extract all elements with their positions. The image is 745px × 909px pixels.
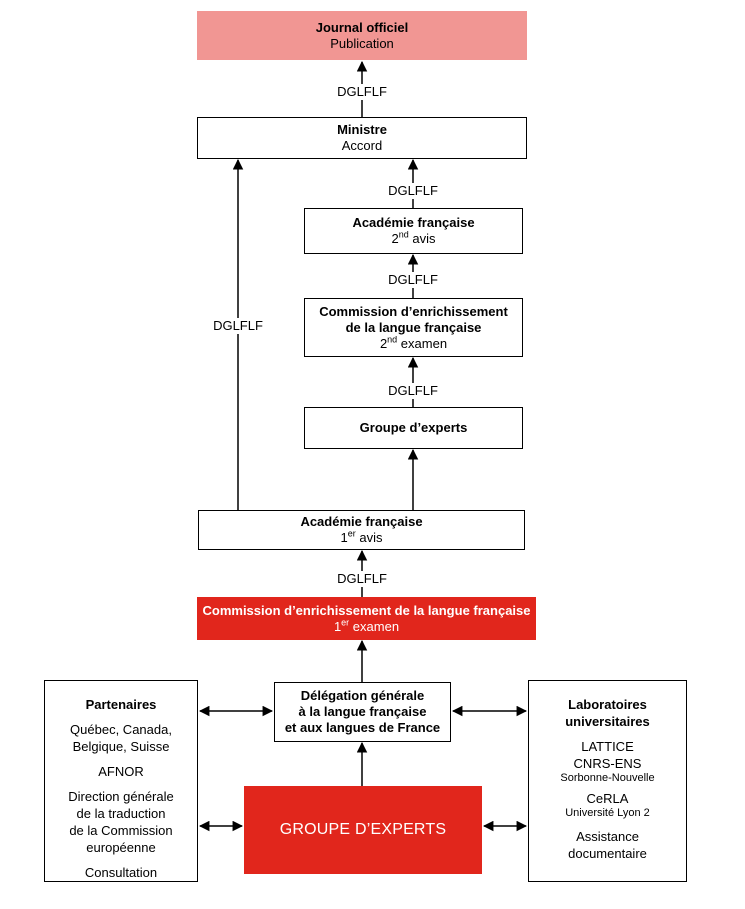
groupe-big-title: GROUPE D’EXPERTS [279,821,447,838]
partenaires-line: de la traduction [76,806,166,821]
commission1-sub: 1er examen [333,617,400,634]
label-dglflf: DGLFLF [212,318,264,334]
label-dglflf: DGLFLF [387,272,439,288]
delegation-line1: Délégation générale [300,688,425,703]
commission2-line2: de la langue française [345,319,482,335]
label-dglflf: DGLFLF [387,383,439,399]
partenaires-title: Partenaires [85,697,157,712]
label-dglflf: DGLFLF [336,571,388,587]
partenaires-box: Partenaires Québec, Canada, Belgique, Su… [44,680,198,882]
laboratoires-title: universitaires [565,714,650,729]
laboratoires-line: LATTICE [581,739,634,754]
laboratoires-title: Laboratoires [568,697,647,712]
laboratoires-line: Sorbonne-Nouvelle [560,772,655,784]
laboratoires-line: CeRLA [586,791,629,806]
delegation-line3: et aux langues de France [284,720,441,735]
laboratoires-box: Laboratoires universitaires LATTICE CNRS… [528,680,687,882]
commission1-title: Commission d’enrichissement de la langue… [202,602,531,618]
commission-1er-examen-box: Commission d’enrichissement de la langue… [197,597,536,640]
journal-title: Journal officiel [315,19,409,35]
ministre-sub: Accord [341,138,383,153]
academie2-title: Académie française [352,215,475,230]
laboratoires-line: documentaire [568,846,647,861]
partenaires-line: Consultation [84,865,158,880]
delegation-line2: à la langue française [298,704,427,719]
ministre-box: Ministre Accord [197,117,527,159]
ministre-title: Ministre [337,122,387,137]
academie1-title: Académie française [300,514,423,529]
partenaires-line: Direction générale [68,789,174,804]
academie-1er-avis-box: Académie française 1er avis [198,510,525,550]
academie2-sub: 2nd avis [391,229,436,246]
commission2-sub: 2nd examen [379,334,448,351]
partenaires-line: européenne [86,840,156,855]
commission2-line1: Commission d’enrichissement [319,303,508,319]
academie1-sub: 1er avis [340,528,383,545]
academie-2nd-avis-box: Académie française 2nd avis [304,208,523,254]
groupe-experts-box: Groupe d’experts [304,407,523,449]
label-dglflf: DGLFLF [336,84,388,100]
partenaires-line: Belgique, Suisse [72,739,170,754]
partenaires-line: Québec, Canada, [70,722,172,737]
laboratoires-line: Université Lyon 2 [565,807,650,819]
groupe-experts-main-box: GROUPE D’EXPERTS [244,786,482,874]
journal-sub: Publication [330,35,394,51]
partenaires-line: de la Commission [69,823,173,838]
laboratoires-line: CNRS-ENS [573,756,642,771]
journal-officiel-box: Journal officiel Publication [197,11,527,60]
delegation-box: Délégation générale à la langue français… [274,682,451,742]
laboratoires-line: Assistance [576,829,639,844]
label-dglflf: DGLFLF [387,183,439,199]
groupe-title: Groupe d’experts [359,420,468,435]
commission-2nd-examen-box: Commission d’enrichissement de la langue… [304,298,523,357]
partenaires-line: AFNOR [98,764,144,779]
